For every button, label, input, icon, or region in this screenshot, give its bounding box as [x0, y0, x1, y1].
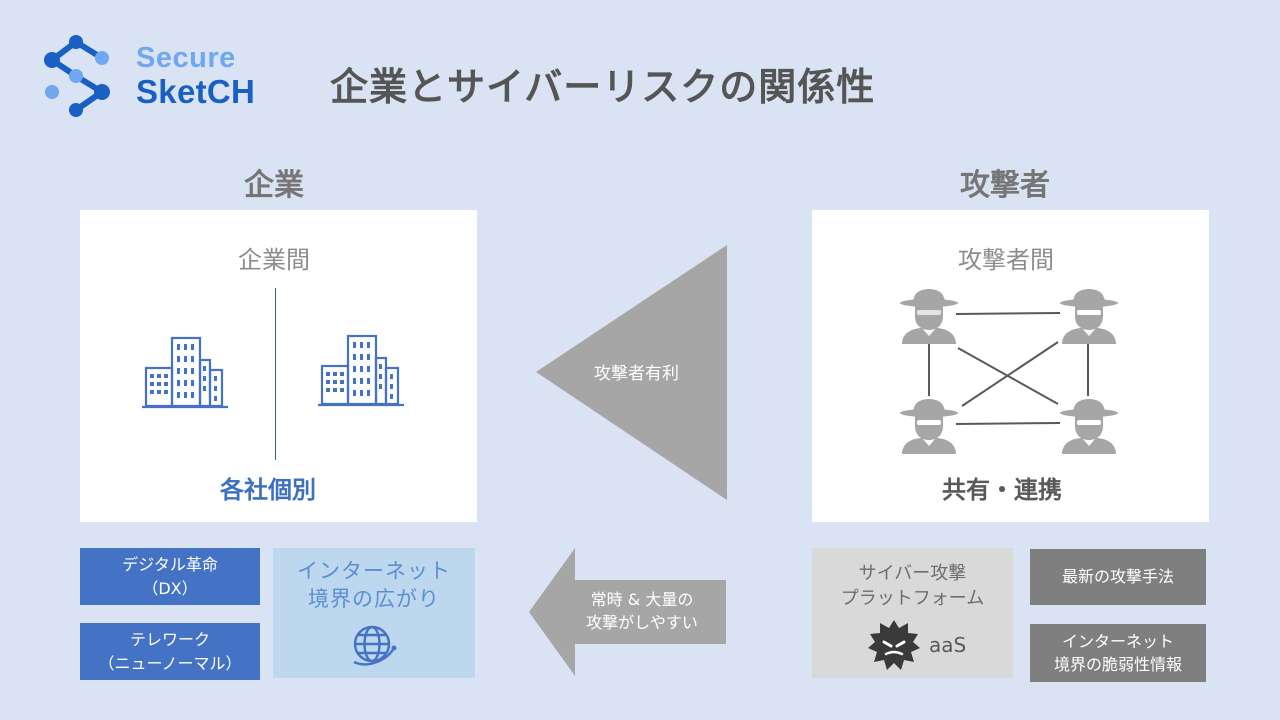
hacker-icon [900, 289, 958, 344]
dx-line2: （DX） [142, 578, 198, 598]
building-icon [318, 334, 404, 407]
latest-attack-box: 最新の攻撃手法 [1030, 549, 1206, 605]
telework-line1: テレワーク [129, 630, 210, 650]
hacker-icon [1060, 399, 1118, 454]
building-icon [142, 336, 228, 409]
platform-line1: サイバー攻撃 [858, 563, 967, 584]
logo-wordmark: Secure SketCH [136, 42, 256, 110]
dx-line1: デジタル革命 [122, 555, 218, 575]
attacker-panel: 攻撃者間 [812, 210, 1209, 522]
company-panel: 企業間 [80, 210, 477, 522]
company-divider [275, 288, 276, 460]
arrow-line2: 攻撃がしやすい [586, 613, 698, 633]
virus-icon [868, 620, 920, 670]
vuln-line2: 境界の脆弱性情報 [1053, 655, 1182, 674]
internet-line1: インターネット [297, 559, 451, 583]
hacker-icon [1060, 289, 1118, 344]
hacker-icon [900, 399, 958, 454]
logo-network-icon [44, 35, 110, 117]
attacker-caption: 共有・連携 [942, 476, 1062, 504]
internet-line2: 境界の広がり [308, 587, 440, 612]
vuln-line1: インターネット [1061, 631, 1174, 651]
telework-line2: （ニューノーマル） [98, 653, 242, 673]
advantage-triangle [536, 245, 727, 500]
arrow-line1: 常時 & 大量の [590, 590, 694, 609]
logo-line1: Secure [136, 42, 236, 74]
attack-platform-box: サイバー攻撃 プラットフォーム aaS [812, 548, 1013, 678]
left-arrow [529, 548, 726, 676]
dx-box: デジタル革命 （DX） [80, 548, 260, 605]
page-title: 企業とサイバーリスクの関係性 [330, 65, 876, 109]
arrow-label: 常時 & 大量の 攻撃がしやすい [576, 588, 708, 634]
platform-line2: プラットフォーム [840, 588, 985, 610]
globe-icon [353, 625, 397, 666]
attacker-links [928, 312, 1089, 425]
latest-label: 最新の攻撃手法 [1061, 567, 1174, 587]
triangle-label: 攻撃者有利 [594, 364, 679, 384]
internet-boundary-box: インターネット 境界の広がり [273, 548, 475, 678]
telework-box: テレワーク （ニューノーマル） [80, 623, 260, 680]
attacker-heading: 攻撃者 [960, 168, 1050, 203]
attacker-panel-title: 攻撃者間 [958, 246, 1054, 274]
logo-line2: SketCH [136, 73, 256, 110]
company-heading: 企業 [244, 168, 304, 203]
vulnerability-info-box: インターネット 境界の脆弱性情報 [1030, 624, 1206, 682]
company-caption: 各社個別 [220, 476, 316, 504]
company-panel-title: 企業間 [238, 246, 310, 274]
aas-label: aaS [929, 633, 967, 657]
